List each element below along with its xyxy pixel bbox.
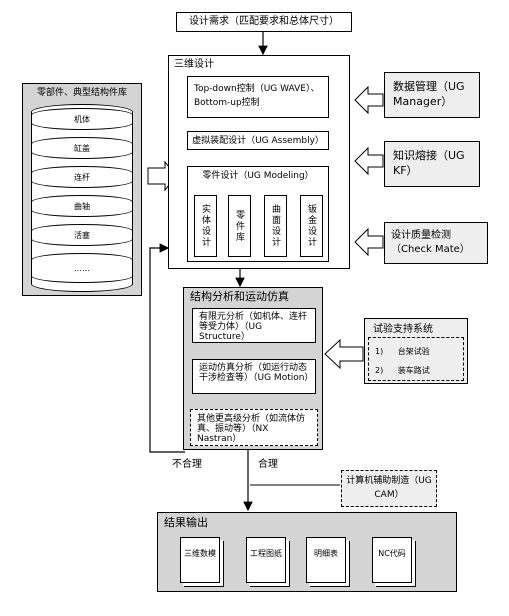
cam-box: 计算机辅助制造（UG CAM）	[341, 470, 437, 507]
library-item: 活塞	[31, 224, 133, 246]
analysis-panel: 结构分析和运动仿真 有限元分析（如机体、连杆等受力体）（UG Structure…	[183, 287, 323, 450]
output-doc: 工程图纸	[246, 537, 286, 583]
test-item-label: 台架试验	[397, 347, 430, 356]
reasonable-label: 合理	[258, 459, 278, 470]
output-doc-label: 三维数模	[184, 549, 216, 558]
assembly-label: 虚拟装配设计（UG Assembly）	[192, 136, 324, 146]
analysis-title: 结构分析和运动仿真	[190, 290, 289, 303]
modeling-sub-sheet-metal: 钣金设计	[300, 195, 323, 257]
library-item: 连杆	[31, 166, 133, 188]
unreasonable-label: 不合理	[172, 459, 202, 470]
test-support-box: 试验支持系统 1) 台架试验 2) 装车路试	[364, 318, 468, 384]
output-doc-label: 工程图纸	[250, 549, 282, 558]
output-doc: 明细表	[306, 537, 346, 583]
output-doc-label: 明细表	[314, 549, 338, 558]
3d-design-panel: 三维设计 Top-down控制（UG WAVE）、Bottom-up控制 虚拟装…	[168, 55, 350, 269]
motion-label: 运动仿真分析（如运行动态干涉检查等）（UG Motion）	[199, 363, 314, 383]
output-doc: NC代码	[372, 537, 412, 583]
data-management-label: 数据管理（UG Manager）	[393, 80, 465, 108]
test-item-num: 2)	[375, 366, 384, 375]
fea-box: 有限元分析（如机体、连杆等受力体）（UG Structure）	[192, 308, 316, 343]
cam-label: 计算机辅助制造（UG CAM）	[346, 476, 432, 500]
modeling-sub-surface: 曲面设计	[264, 195, 287, 257]
output-panel: 结果输出 三维数模 工程图纸 明细表 NC代码	[157, 512, 457, 592]
advanced-analysis-label: 其他更高级分析（如流体仿真、振动等）（NX Nastran）	[197, 414, 306, 444]
modeling-box: 零件设计（UG Modeling） 实体设计 零件库 曲面设计 钣金设计	[187, 166, 329, 262]
quality-check-box: 设计质量检测（Check Mate）	[384, 222, 488, 264]
test-item-num: 1)	[375, 347, 384, 356]
wave-box: Top-down控制（UG WAVE）、Bottom-up控制	[187, 76, 329, 118]
test-support-title: 试验支持系统	[373, 324, 433, 335]
test-item: 1) 台架试验	[375, 346, 430, 358]
library-item: 缸盖	[31, 137, 133, 159]
test-support-list	[368, 337, 464, 381]
library-title: 零部件、典型结构件库	[36, 88, 127, 98]
output-doc: 三维数模	[180, 537, 220, 583]
output-doc-label: NC代码	[378, 549, 406, 558]
requirements-box: 设计需求（匹配要求和总体尺寸）	[176, 12, 352, 32]
knowledge-fusion-box: 知识熔接（UG KF）	[384, 141, 480, 187]
wave-label: Top-down控制（UG WAVE）、Bottom-up控制	[194, 84, 320, 108]
quality-check-label: 设计质量检测（Check Mate）	[391, 230, 470, 255]
output-title: 结果输出	[164, 516, 208, 529]
data-management-box: 数据管理（UG Manager）	[384, 72, 480, 118]
requirements-label: 设计需求（匹配要求和总体尺寸）	[189, 16, 339, 27]
library-item: 曲轴	[31, 195, 133, 217]
test-item-label: 装车路试	[397, 366, 430, 375]
advanced-analysis-box: 其他更高级分析（如流体仿真、振动等）（NX Nastran）	[190, 409, 318, 446]
library-item: ……	[31, 253, 133, 283]
library-panel: 零部件、典型结构件库 机体 缸盖 连杆 曲轴 活塞 ……	[22, 83, 142, 296]
assembly-box: 虚拟装配设计（UG Assembly）	[187, 131, 329, 150]
library-item: 机体	[31, 108, 133, 130]
modeling-sub-solid: 实体设计	[194, 195, 217, 257]
3d-design-title: 三维设计	[174, 59, 214, 70]
modeling-sub-part-lib: 零件库	[228, 195, 251, 257]
knowledge-fusion-label: 知识熔接（UG KF）	[393, 149, 465, 177]
motion-box: 运动仿真分析（如运行动态干涉检查等）（UG Motion）	[192, 359, 316, 394]
test-item: 2) 装车路试	[375, 365, 430, 377]
fea-label: 有限元分析（如机体、连杆等受力体）（UG Structure）	[199, 312, 308, 342]
modeling-title: 零件设计（UG Modeling）	[202, 171, 314, 181]
